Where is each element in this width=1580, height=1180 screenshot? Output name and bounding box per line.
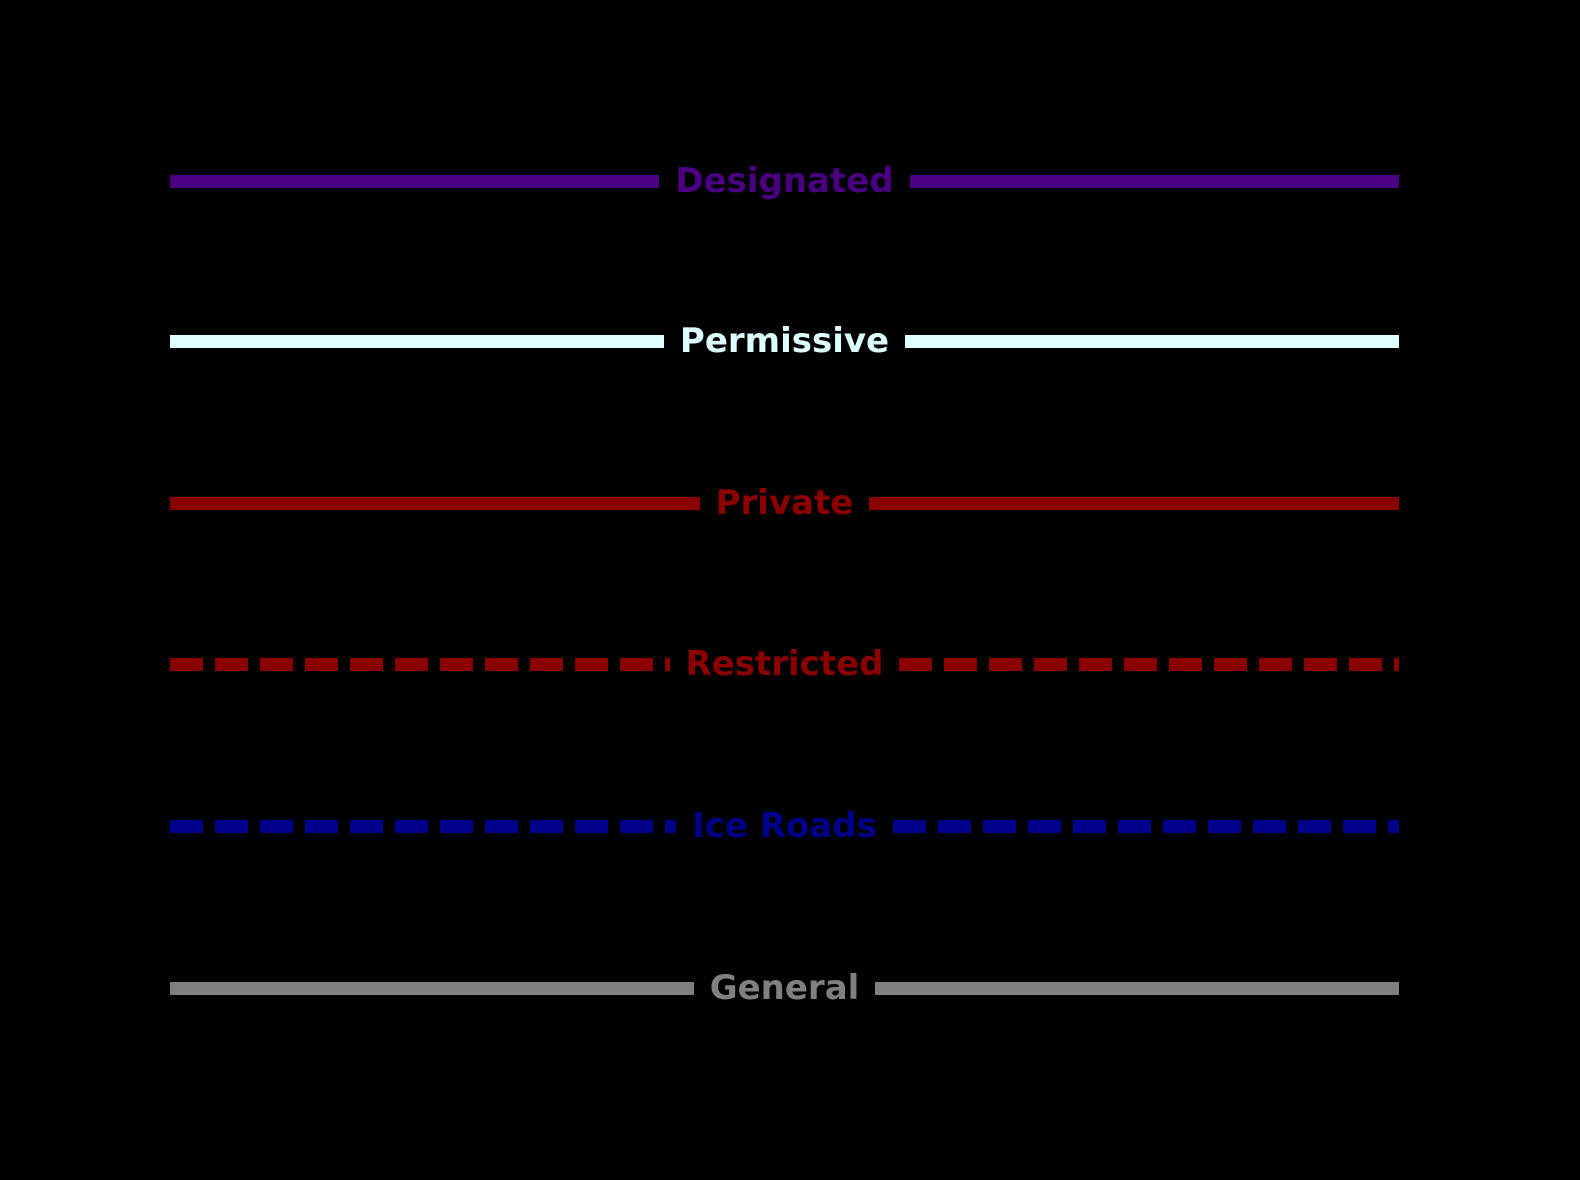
legend-line-general bbox=[170, 981, 694, 995]
legend-line-private bbox=[170, 496, 700, 510]
legend-entry-restricted[interactable]: Restricted bbox=[170, 636, 1399, 692]
legend-label-general: General bbox=[709, 968, 860, 1008]
legend-entry-ice-roads[interactable]: Ice Roads bbox=[170, 798, 1400, 854]
legend-label-restricted: Restricted bbox=[685, 644, 884, 684]
legend-line-restricted bbox=[170, 657, 670, 671]
legend-line-restricted-right bbox=[899, 657, 1399, 671]
legend-line-designated-right bbox=[909, 174, 1399, 188]
legend-line-designated bbox=[170, 174, 660, 188]
legend-line-ice-roads bbox=[170, 819, 677, 833]
legend-label-private: Private bbox=[715, 483, 854, 523]
legend-line-general-right bbox=[875, 981, 1400, 995]
legend-label-designated: Designated bbox=[675, 161, 894, 201]
legend-line-ice-roads-right bbox=[892, 819, 1400, 833]
legend-label-ice-roads: Ice Roads bbox=[692, 806, 877, 846]
legend-line-permissive bbox=[170, 334, 664, 348]
legend-entry-permissive[interactable]: Permissive bbox=[170, 313, 1399, 369]
legend-line-permissive-right bbox=[905, 334, 1399, 348]
legend-label-permissive: Permissive bbox=[679, 321, 890, 361]
legend-entry-general[interactable]: General bbox=[170, 960, 1400, 1016]
legend-entry-designated[interactable]: Designated bbox=[170, 153, 1399, 209]
legend-entry-private[interactable]: Private bbox=[170, 475, 1400, 531]
legend-line-private-right bbox=[869, 496, 1400, 510]
